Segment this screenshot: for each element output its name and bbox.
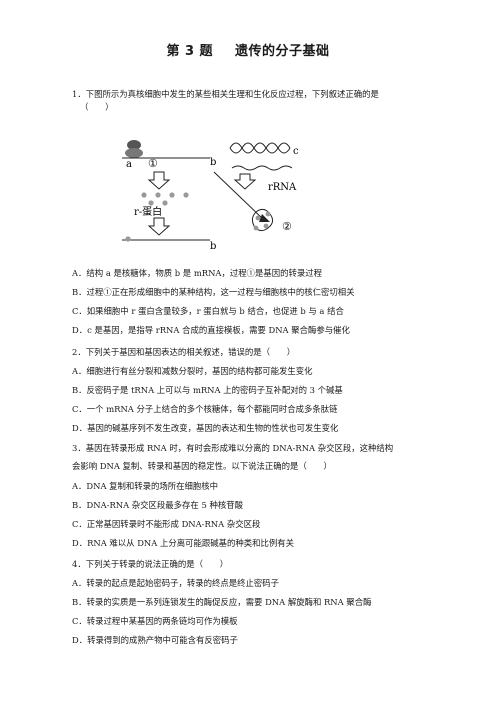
label-r-protein: r-蛋白: [134, 205, 162, 218]
label-1: ①: [148, 157, 158, 170]
q4-option-a: A．转录的起点是起始密码子，转录的终点是终止密码子: [72, 578, 280, 588]
label-rrna: rRNA: [268, 182, 297, 193]
label-b-bottom: b: [210, 241, 216, 252]
q1-stem: 1．下图所示为真核细胞中发生的某些相关生理和生化反应过程，下列叙述正确的是: [72, 89, 379, 99]
label-a: a: [126, 159, 132, 170]
q3-stem-line2: 会影响 DNA 复制、转录和基因的稳定性。以下说法正确的是（ ）: [72, 461, 332, 471]
ribosome-icon: [125, 140, 143, 158]
q1-option-a: A．结构 a 是核糖体，物质 b 是 mRNA，过程①是基因的转录过程: [72, 268, 322, 278]
q3-stem-line1: 3．基因在转录形成 RNA 时，有时会形成难以分离的 DNA-RNA 杂交区段，…: [72, 443, 394, 453]
q2-option-b: B．反密码子是 tRNA 上可以与 mRNA 上的密码子互补配对的 3 个碱基: [72, 385, 343, 395]
q1-paren: （ ）: [80, 102, 114, 112]
q4-option-c: C．转录过程中某基因的两条链均可作为模板: [72, 616, 238, 626]
diagonal-line: [213, 171, 265, 221]
label-b-top: b: [210, 157, 216, 168]
title-number: 第 3 题: [166, 44, 214, 59]
q3-option-d: D．RNA 难以从 DNA 上分离可能跟碱基的种类和比例有关: [72, 538, 294, 548]
down-arrow-2: [233, 173, 257, 190]
q4-stem: 4．下列关于转录的说法正确的是（ ）: [72, 559, 229, 569]
r-protein-dots: [141, 192, 189, 206]
q1-figure: a ① b c r-蛋白 rRNA: [122, 140, 299, 252]
rrna-wavy-line: [231, 165, 293, 171]
diagonal-arrow-icon: [259, 214, 270, 222]
q1-option-d: D．c 是基因，是指导 rRNA 合成的直接模板，需要 DNA 聚合酶参与催化: [72, 325, 350, 335]
down-arrow-3: [147, 217, 171, 236]
q2-stem: 2．下列关于基因和基因表达的相关叙述，错误的是（ ）: [72, 347, 296, 357]
q4-option-b: B．转录的实质是一系列连锁发生的酶促反应，需要 DNA 解旋酶和 RNA 聚合酶: [72, 597, 372, 607]
q3-option-b: B．DNA-RNA 杂交区段最多存在 5 种核苷酸: [72, 500, 243, 510]
q2-option-d: D．基因的碱基序列不发生改变，基因的表达和生物的性状也可发生变化: [72, 423, 339, 433]
q2-option-c: C．一个 mRNA 分子上结合的多个核糖体，每个都能同时合成多条肽链: [72, 404, 338, 414]
q1-option-b: B．过程①正在形成细胞中的某种结构，这一过程与细胞核中的核仁密切相关: [72, 287, 355, 297]
dna-helix-icon: [229, 142, 291, 154]
q1-option-c: C．如果细胞中 r 蛋白含量较多，r 蛋白就与 b 结合，也促进 b 与 a 结…: [72, 306, 344, 316]
q2-option-a: A．细胞进行有丝分裂和减数分裂时，基因的结构都可能发生变化: [72, 366, 313, 376]
down-arrow-1: [147, 171, 171, 190]
ribosome-assembly-icon: [251, 208, 274, 232]
q4-option-d: D．转录得到的成熟产物中可能含有反密码子: [72, 635, 238, 645]
page-title: 第 3 题 遗传的分子基础: [0, 40, 496, 59]
label-c: c: [293, 146, 299, 157]
label-2: ②: [282, 220, 292, 233]
q3-option-a: A．DNA 复制和转录的场所在细胞核中: [72, 481, 219, 491]
title-topic: 遗传的分子基础: [235, 44, 330, 59]
bound-r-protein: [125, 236, 131, 242]
q3-option-c: C．正常基因转录时不能形成 DNA-RNA 杂交区段: [72, 519, 261, 529]
